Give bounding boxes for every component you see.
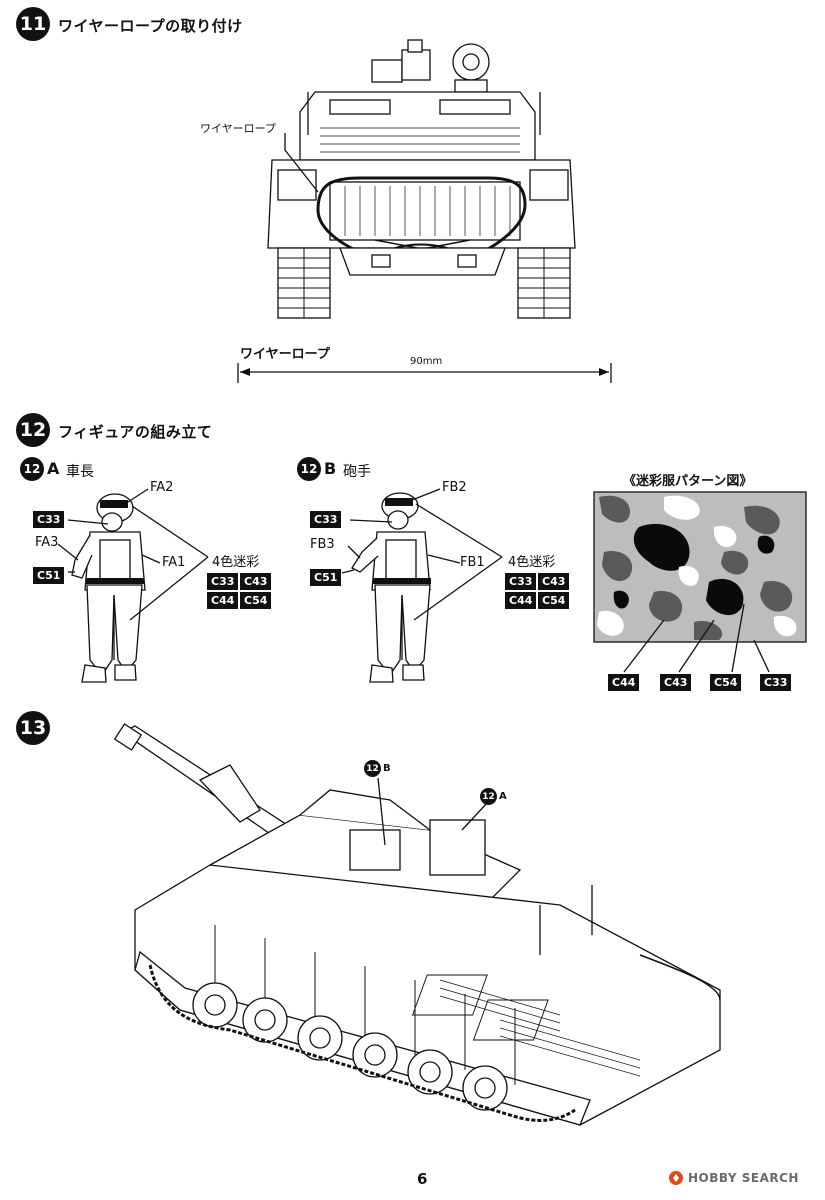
- figure-b-badge: 12: [297, 457, 321, 481]
- figure-a-code-face: C33: [33, 511, 65, 528]
- camo-pattern-swatch: [593, 491, 807, 673]
- figure-a-camo-code-4: C54: [240, 592, 272, 609]
- step-11-number: 11: [19, 13, 47, 35]
- wire-rope-length-line: [237, 363, 612, 383]
- figure-b-badge-number: 12: [300, 462, 318, 476]
- pattern-legend-c33: C33: [760, 674, 792, 691]
- figure-a-camo-code-3: C44: [207, 592, 239, 609]
- figure-b-camo-code-3: C44: [505, 592, 537, 609]
- figure-a-label-body: FA1: [162, 555, 186, 570]
- figure-a-badge: 12: [20, 457, 44, 481]
- hobby-search-logo-icon: [669, 1171, 683, 1185]
- watermark: HOBBY SEARCH: [668, 1170, 799, 1186]
- step-13-marker-b-badge: 12: [364, 760, 381, 777]
- figure-a-camo-label: 4色迷彩: [212, 555, 260, 570]
- figure-b-camo-label: 4色迷彩: [508, 555, 556, 570]
- figure-b-label-arm: FB3: [310, 537, 335, 552]
- figure-a-badge-number: 12: [23, 462, 41, 476]
- figure-b-camo-code-4: C54: [538, 592, 570, 609]
- step-13-marker-a-badge: 12: [480, 788, 497, 805]
- figure-a-label-head: FA2: [150, 480, 174, 495]
- step-13-marker-a-letter: A: [499, 791, 507, 802]
- figure-b-camo-code-1: C33: [505, 573, 537, 590]
- step-13-marker-a-number: 12: [482, 791, 495, 802]
- figure-b-drawing: [341, 488, 503, 683]
- pattern-legend-c43: C43: [660, 674, 692, 691]
- pattern-legend-c44: C44: [608, 674, 640, 691]
- figure-a-letter: A: [47, 459, 60, 478]
- figure-a-name: 車長: [66, 464, 94, 480]
- pattern-legend-c54: C54: [710, 674, 742, 691]
- page-number: 6: [417, 1170, 428, 1188]
- figure-b-label-body: FB1: [460, 555, 485, 570]
- step-13-badge: 13: [16, 711, 50, 745]
- wire-rope-length: 90mm: [410, 356, 443, 367]
- tank-isometric-view: [113, 723, 721, 1126]
- figure-b-name: 砲手: [343, 464, 371, 480]
- step-13-marker-b-letter: B: [383, 763, 391, 774]
- figure-b-code-hand: C51: [310, 569, 342, 586]
- step-13-marker-b-number: 12: [366, 763, 379, 774]
- figure-b-camo-code-2: C43: [538, 573, 570, 590]
- figure-b-code-face: C33: [310, 511, 342, 528]
- step-11-badge: 11: [16, 7, 50, 41]
- wire-rope-callout: ワイヤーロープ: [200, 122, 277, 135]
- step-12-title: フィギュアの組み立て: [58, 423, 213, 441]
- figure-a-camo-code-2: C43: [240, 573, 272, 590]
- figure-a-code-hand: C51: [33, 567, 65, 584]
- pattern-title: 《迷彩服パターン図》: [623, 474, 753, 489]
- figure-b-letter: B: [324, 459, 337, 478]
- figure-a-camo-code-1: C33: [207, 573, 239, 590]
- figure-a-drawing: [57, 488, 209, 683]
- figure-b-label-head: FB2: [442, 480, 467, 495]
- tank-front-view: [267, 39, 576, 319]
- step-11-title: ワイヤーロープの取り付け: [58, 17, 243, 35]
- step-13-number: 13: [19, 717, 47, 739]
- step-12-badge: 12: [16, 413, 50, 447]
- wire-rope-part-label: ワイヤーロープ: [240, 347, 330, 362]
- step-12-number: 12: [19, 419, 47, 441]
- watermark-text: HOBBY SEARCH: [688, 1171, 799, 1185]
- figure-a-label-arm: FA3: [35, 535, 59, 550]
